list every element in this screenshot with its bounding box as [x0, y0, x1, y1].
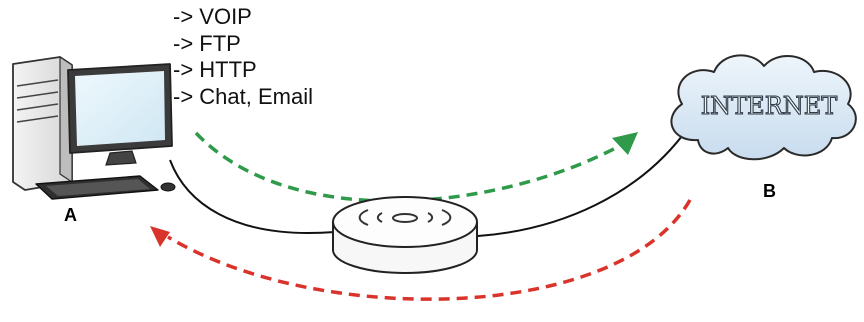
service-item-voip: -> VOIP	[173, 4, 313, 31]
outbound-traffic-arrow	[196, 132, 638, 201]
node-label-b: B	[763, 181, 776, 202]
desktop-computer-icon	[13, 57, 175, 199]
router-icon	[333, 197, 477, 273]
service-item-ftp: -> FTP	[173, 31, 313, 58]
cable-router-to-internet	[478, 128, 688, 236]
internet-cloud-icon: INTERNET	[671, 55, 855, 159]
cable-computer-to-router	[170, 160, 335, 233]
service-list: -> VOIP -> FTP -> HTTP -> Chat, Email	[173, 4, 313, 110]
service-item-http: -> HTTP	[173, 57, 313, 84]
cloud-label: INTERNET	[701, 92, 838, 120]
service-item-chat-email: -> Chat, Email	[173, 84, 313, 111]
node-label-a: A	[64, 205, 77, 226]
